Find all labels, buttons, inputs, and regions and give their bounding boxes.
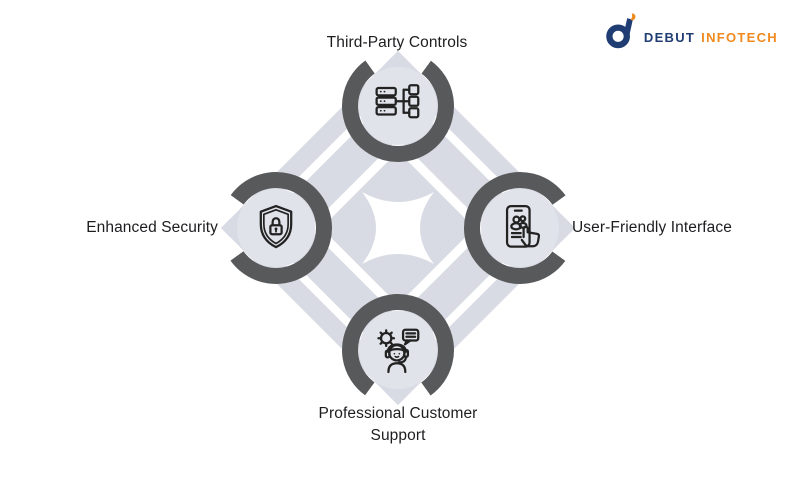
brand-name-debut: DEBUT <box>643 30 696 45</box>
brand-logo: DEBUT INFOTECH <box>606 12 778 50</box>
feature-label-user-friendly-interface: User-Friendly Interface <box>572 219 732 236</box>
network-hierarchy-icon <box>375 84 420 119</box>
customer-support-agent-icon <box>377 328 420 374</box>
feature-label-third-party-controls: Third-Party Controls <box>326 34 468 51</box>
shield-lock-icon <box>259 204 293 249</box>
feature-label-enhanced-security: Enhanced Security <box>86 219 218 236</box>
feature-arcs <box>220 49 576 406</box>
center-star <box>362 192 434 264</box>
mobile-touch-icon <box>505 204 541 248</box>
brand-name-infotech: INFOTECH <box>701 30 778 45</box>
brand-logo-text: DEBUT INFOTECH <box>644 31 778 50</box>
feature-label-professional-customer-support: Professional Customer Support <box>318 405 478 444</box>
debut-infotech-logo-icon <box>606 13 636 49</box>
